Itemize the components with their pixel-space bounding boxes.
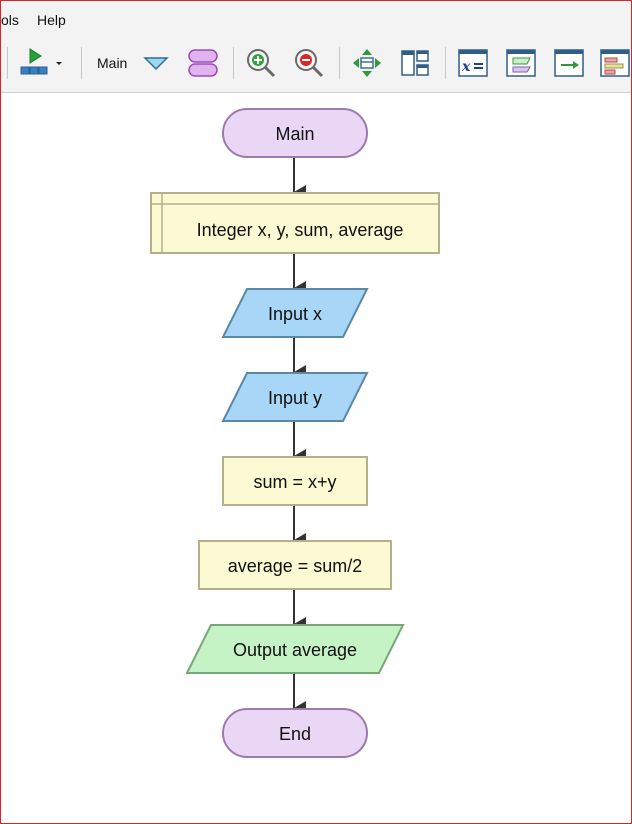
input-shape-icon (506, 49, 536, 77)
output-average-block[interactable]: Output average (185, 624, 405, 674)
end-terminal-label: End (279, 724, 311, 744)
assign-average-block-shape (198, 540, 392, 590)
assign-average-block[interactable]: average = sum/2 (198, 540, 392, 590)
menu-help[interactable]: Help (37, 12, 66, 28)
svg-text:x: x (461, 59, 471, 75)
function-selector-label[interactable]: Main (97, 45, 137, 81)
zoom-out-icon (295, 49, 324, 78)
toolbar-separator (7, 47, 8, 79)
chart-shape-button[interactable] (599, 45, 631, 81)
fit-view-button[interactable] (349, 45, 385, 81)
fit-view-icon (353, 49, 381, 77)
zoom-out-button[interactable] (291, 45, 327, 81)
toolbar-separator (339, 47, 340, 79)
declare-block[interactable]: Integer x, y, sum, average (150, 192, 440, 254)
run-dropdown-button[interactable] (53, 45, 65, 81)
assign-sum-block-shape (222, 456, 368, 506)
input-y-block-shape (221, 372, 369, 422)
input-y-block[interactable]: Input y (221, 372, 369, 422)
chart-shape-icon (600, 49, 630, 77)
start-terminal-shape (222, 108, 368, 158)
input-y-block-label: Input y (268, 388, 322, 408)
assign-average-block-label: average = sum/2 (228, 556, 363, 576)
zoom-in-icon (247, 49, 276, 78)
flowchart-diagram: Main Integer x, y, sum, average Input x … (150, 108, 440, 758)
declare-block-shape (150, 192, 440, 254)
assign-sum-block[interactable]: sum = x+y (222, 456, 368, 506)
layout-button[interactable] (397, 45, 433, 81)
toolbar-separator (233, 47, 234, 79)
input-x-block-shape (221, 288, 369, 338)
assign-sum-block-label: sum = x+y (253, 472, 336, 492)
run-icon (20, 48, 48, 75)
input-x-block-label: Input x (268, 304, 322, 324)
function-name: Main (97, 55, 128, 71)
end-terminal-shape (222, 708, 368, 758)
layout-icon (401, 50, 429, 76)
toolbar-separator (445, 47, 446, 79)
zoom-in-button[interactable] (243, 45, 279, 81)
flowchart-canvas[interactable]: Main Integer x, y, sum, average Input x … (1, 93, 631, 823)
function-selector-dropdown[interactable] (141, 45, 171, 81)
input-shape-button[interactable] (503, 45, 539, 81)
toolbar: Main (1, 39, 631, 93)
add-function-button[interactable] (185, 45, 221, 81)
end-terminal[interactable]: End (222, 708, 368, 758)
start-terminal[interactable]: Main (222, 108, 368, 158)
output-shape-icon (554, 49, 584, 77)
dropdown-arrow-icon (56, 62, 62, 65)
start-terminal-label: Main (275, 124, 314, 144)
menu-bar: ols Help (1, 1, 631, 39)
function-selector-icon (143, 57, 169, 71)
input-x-block[interactable]: Input x (221, 288, 369, 338)
menu-tools[interactable]: ols (1, 12, 19, 28)
output-average-block-shape (185, 624, 405, 674)
variables-button[interactable]: x (455, 45, 491, 81)
run-button[interactable] (19, 45, 49, 81)
output-average-block-label: Output average (233, 640, 357, 660)
declare-block-label: Integer x, y, sum, average (197, 220, 404, 240)
variables-icon: x (458, 49, 488, 77)
toolbar-separator (81, 47, 82, 79)
output-shape-button[interactable] (551, 45, 587, 81)
add-function-icon (188, 49, 218, 77)
